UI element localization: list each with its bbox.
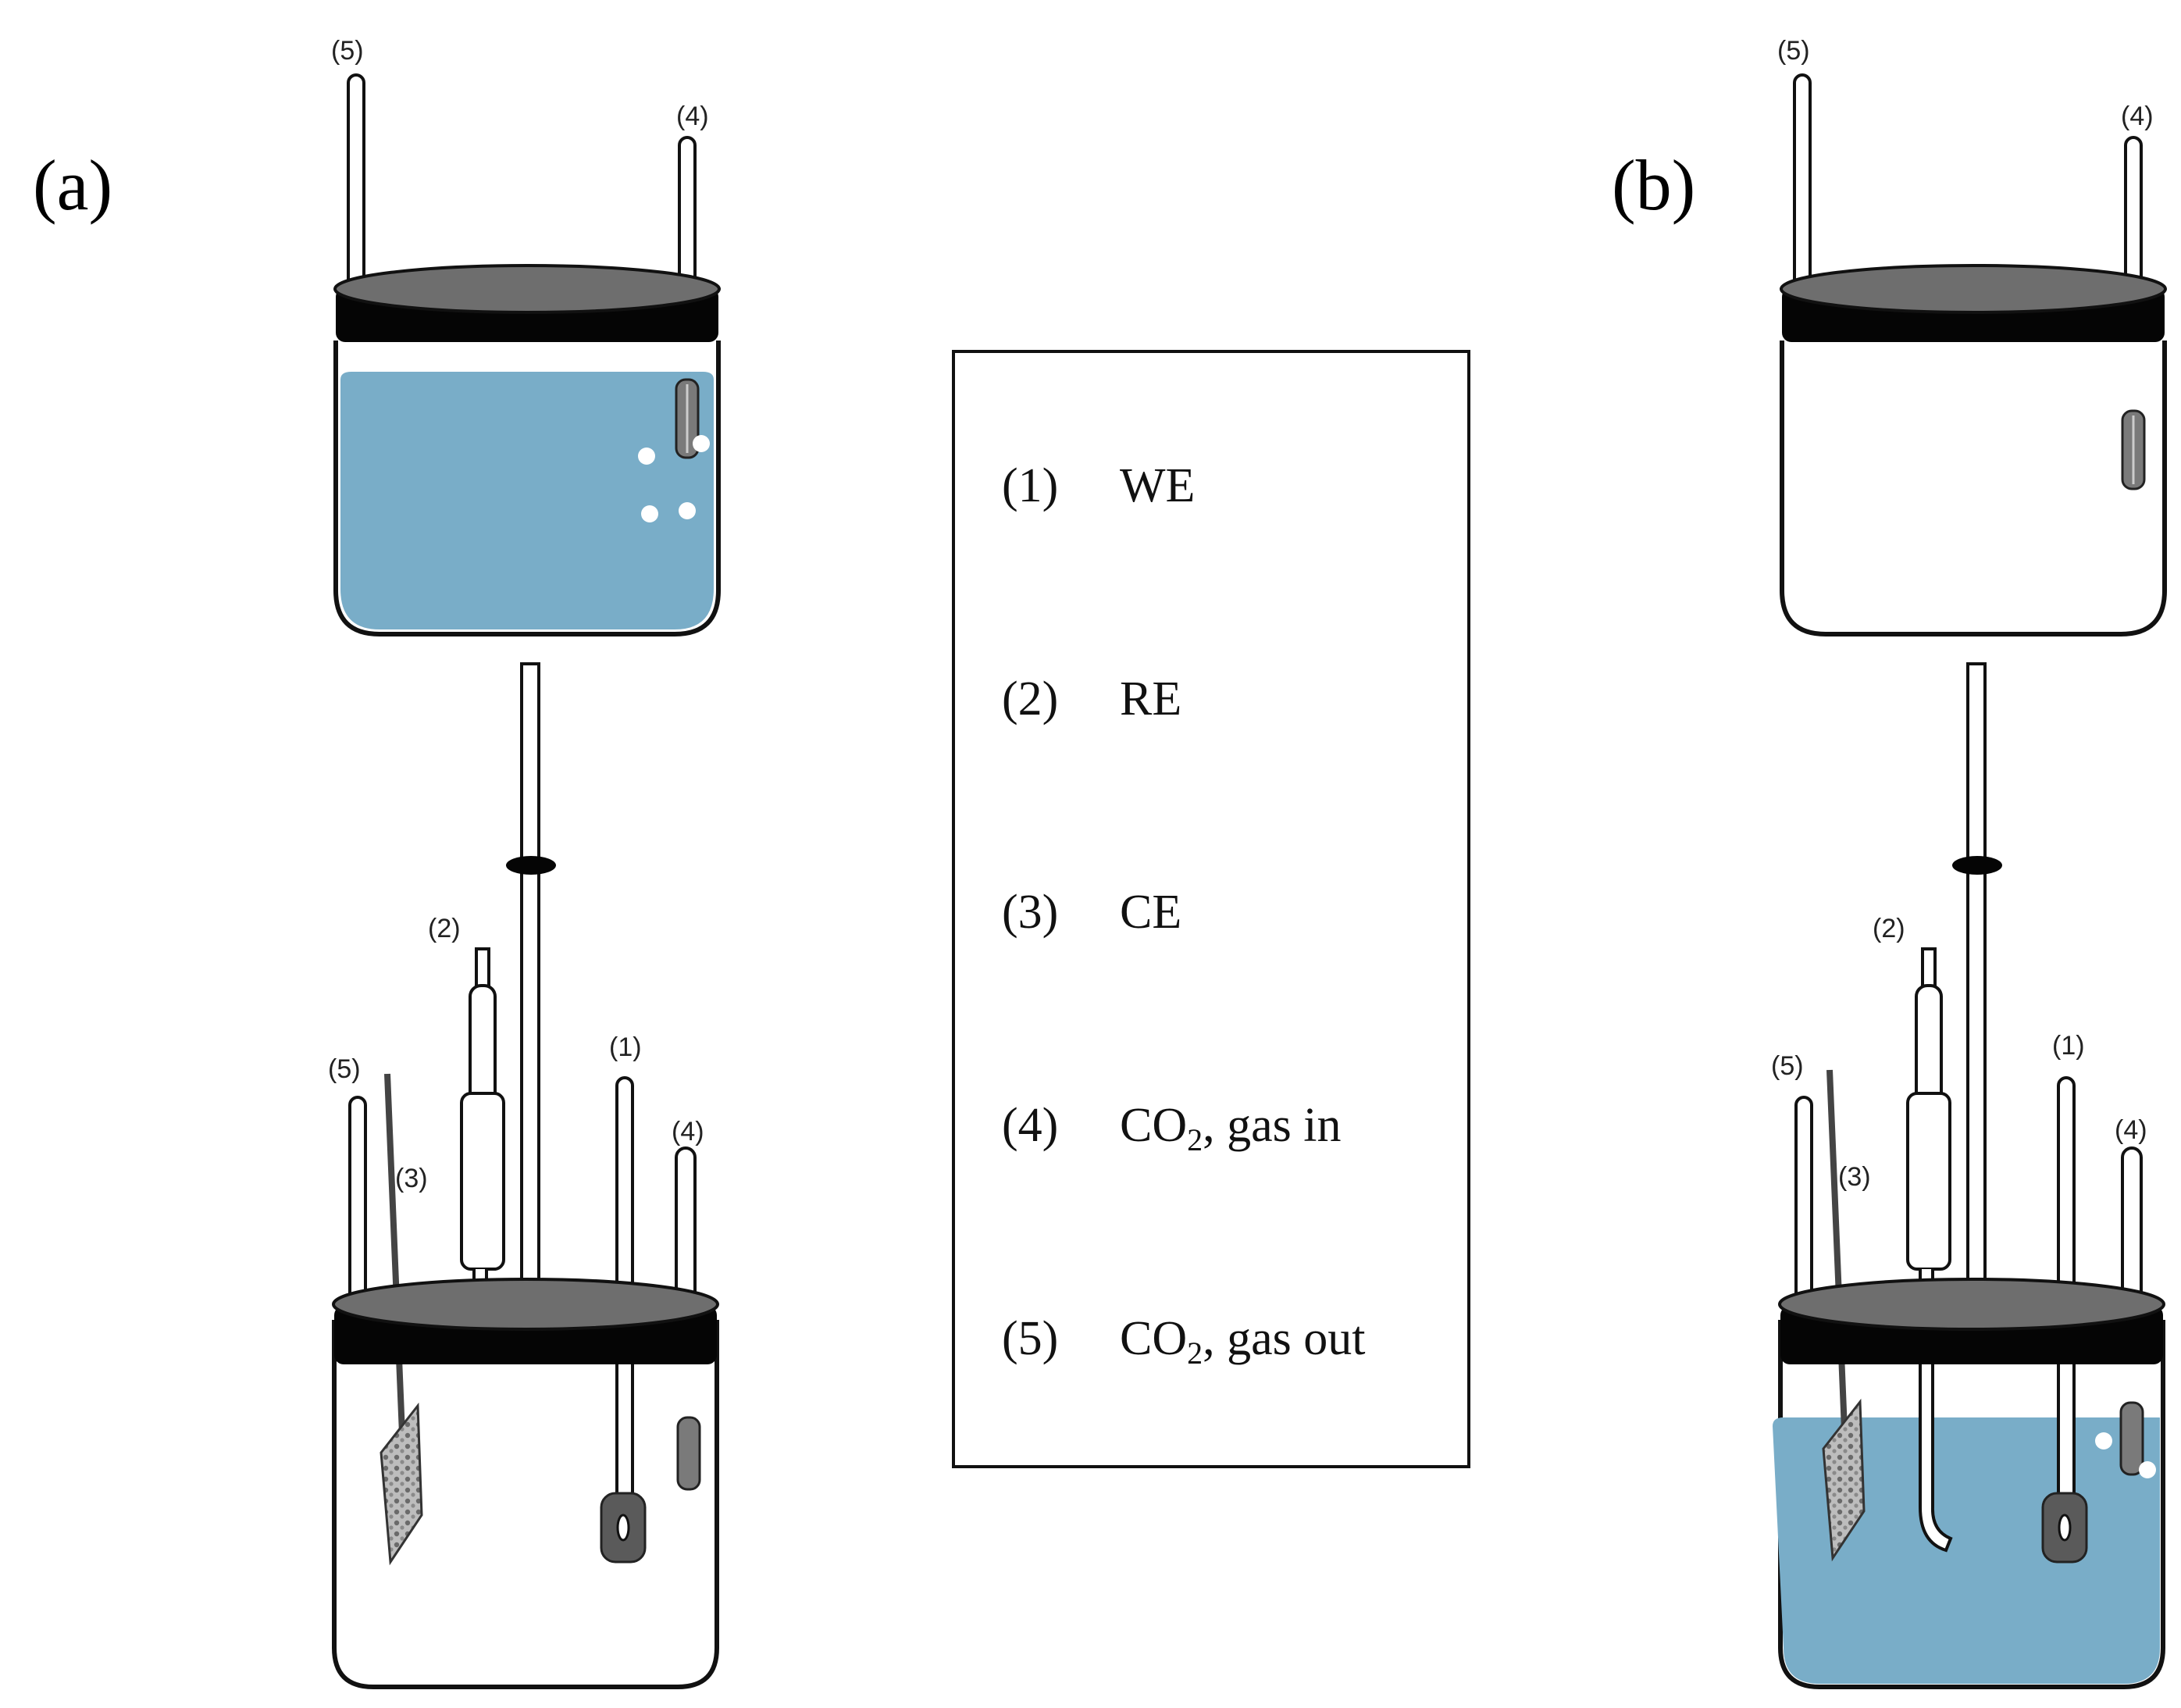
legend-box: (1) WE (2) RE (3) CE (4) CO2, gas in (5)… [952,350,1470,1468]
legend-item-number: (2) [1002,672,1058,726]
marker-3-a: (3) [395,1164,428,1193]
marker-1-a: (1) [609,1032,642,1062]
reservoir-gas-in-label-b: (4) [2121,102,2154,131]
marker-2-b: (2) [1873,914,1905,943]
legend-item-re: (2) RE [1002,672,1181,726]
reservoir-gas-in-label-a: (4) [676,102,709,131]
bubble [679,502,696,519]
legend-item-gas-in: (4) CO2, gas in [1002,1099,1342,1157]
marker-5-b: (5) [1771,1051,1804,1081]
legend-item-gas-out: (5) CO2, gas out [1002,1312,1366,1371]
marker-5-a: (5) [328,1054,361,1084]
bubble [693,435,710,452]
legend-item-label: RE [1120,672,1181,726]
cell-lid-b [1778,1278,2165,1364]
bubble [641,505,658,522]
legend-item-label: CE [1120,886,1181,939]
panel-b-label: (b) [1612,145,1695,225]
tube-clamp [506,856,556,875]
legend-item-ce: (3) CE [1002,886,1181,939]
connecting-tube-a [506,662,556,1376]
legend-item-number: (4) [1002,1099,1058,1152]
reservoir-gas-out-label-a: (5) [331,36,364,66]
legend-item-number: (3) [1002,886,1058,939]
legend-item-label: CO2, gas in [1120,1099,1342,1157]
gas-sparger-a [676,1416,701,1491]
cell-lid-a [332,1278,719,1364]
marker-1-b: (1) [2052,1031,2085,1061]
marker-2-a: (2) [428,914,461,943]
legend-item-number: (5) [1002,1312,1058,1365]
legend-item-we: (1) WE [1002,459,1195,512]
reservoir-beaker-a [335,75,719,669]
bubble [638,448,655,465]
counter-electrode-b [1822,1069,1866,1562]
legend-item-number: (1) [1002,459,1058,512]
marker-4-b: (4) [2115,1115,2147,1145]
counter-electrode-a [380,1073,423,1566]
marker-4-a: (4) [672,1117,704,1146]
bubble [2139,1461,2156,1478]
legend-item-label: WE [1120,459,1195,512]
panel-a-label: (a) [33,145,112,225]
marker-3-b: (3) [1838,1162,1871,1192]
reservoir-beaker-b [1780,73,2167,636]
gas-sparger-b [2119,1401,2144,1476]
bubble [2095,1432,2112,1449]
tube-clamp [1952,856,2002,875]
connecting-tube-b [1952,662,2002,1376]
reservoir-gas-out-label-b: (5) [1777,36,1810,66]
legend-item-label: CO2, gas out [1120,1312,1366,1371]
